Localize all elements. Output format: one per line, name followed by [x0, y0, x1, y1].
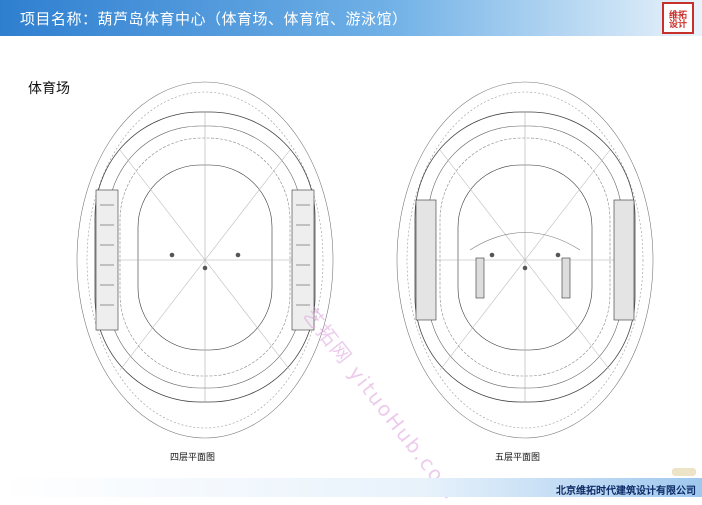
outer-boundary-left — [76, 81, 334, 439]
plan-caption-left: 四层平面图 — [170, 453, 216, 463]
header-bar: 项目名称：葫芦岛体育中心（体育场、体育馆、游泳馆） 维拓设计 — [0, 0, 702, 36]
section-title: 体育场 — [28, 81, 70, 97]
logo-text: 维拓设计 — [668, 11, 687, 30]
footer-decoration — [672, 468, 696, 476]
company-logo: 维拓设计 — [662, 2, 694, 34]
outer-boundary-right — [396, 81, 654, 439]
plan-caption-right: 五层平面图 — [495, 453, 541, 463]
plan-right — [396, 81, 654, 439]
plan-left — [76, 81, 334, 439]
footer-bar — [0, 478, 702, 497]
project-title: 项目名称：葫芦岛体育中心（体育场、体育馆、游泳馆） — [20, 10, 408, 28]
stadium-floor-plans — [76, 81, 654, 439]
company-name: 北京维拓时代建筑设计有限公司 — [556, 486, 696, 497]
